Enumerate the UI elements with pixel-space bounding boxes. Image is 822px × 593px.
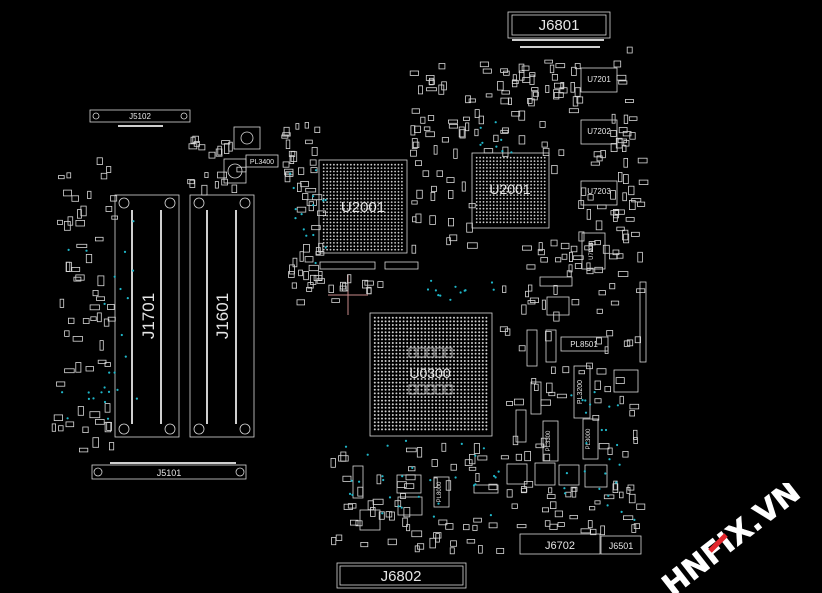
connector-label-j1601: J1601 [213,293,232,339]
connector-label-j5101: J5101 [157,468,182,478]
bga-grid-u2001-left [322,163,403,251]
connector-j6501[interactable]: J6501 [600,535,642,555]
pin-row-j6801 [512,39,604,48]
inductor-pl3000[interactable]: PL3000 [582,418,599,460]
chip-u7202[interactable]: U7202 [580,119,618,145]
inductor-label-pl3400: PL3400 [250,159,274,166]
chip-u2001-left[interactable]: U2001 [318,159,408,254]
connector-j1701[interactable]: J1701 [114,194,180,438]
connector-label-j6702: J6702 [545,540,575,552]
chip-label-u7201: U7201 [587,75,611,84]
crosshair-icon [328,275,368,315]
connector-j6702[interactable]: J6702 [519,533,601,555]
connector-label-j6802: J6802 [381,568,422,585]
connector-label-j6801: J6801 [539,17,580,34]
bga-grid-u2001-right [475,156,546,224]
inductor-pl8501[interactable]: PL8501 [560,336,609,352]
chip-u0300[interactable]: U0300 [369,312,493,437]
connector-j1601[interactable]: J1601 [189,194,255,438]
inductor-pl3200[interactable]: PL3200 [573,365,591,419]
power-stage-components [223,126,647,531]
inductor-pl3300[interactable]: PL3300 [542,420,559,462]
u0300-center-caps [408,347,453,395]
pin-row-j5101 [110,462,236,464]
via-dots [61,121,636,522]
chip-u2001-right[interactable]: U2001 [471,152,550,229]
connector-label-j6501: J6501 [609,541,634,551]
pin-row-j5102 [118,125,163,127]
chip-label-u2001-left: U2001 [341,199,385,216]
inductor-label-pl3200: PL3200 [577,380,584,404]
inductor-label-pl3000: PL3000 [586,428,592,449]
chip-label-u0300: U0300 [409,365,450,381]
small-passive-components [51,46,649,555]
inductor-label-pl3300: PL3300 [546,430,552,451]
chip-label-u2001-right: U2001 [489,181,530,197]
connector-j5101[interactable]: J5101 [91,464,247,480]
chip-label-u7204: U7204 [589,242,595,260]
connector-j6802[interactable]: J6802 [336,562,467,589]
inductor-label-pl8501: PL8501 [570,340,598,349]
connector-label-j1701: J1701 [139,293,158,339]
connector-j6801[interactable]: J6801 [507,11,611,39]
bga-grid-u0300 [373,316,488,431]
chip-label-u7203: U7203 [587,187,611,196]
connector-j5102[interactable]: J5102 [89,109,191,123]
connector-label-j5102: J5102 [129,112,151,121]
inductor-pl8000[interactable]: PL8000 [433,476,450,508]
chip-label-u7202: U7202 [587,127,611,136]
inductor-label-pl8000: PL8000 [437,481,443,502]
